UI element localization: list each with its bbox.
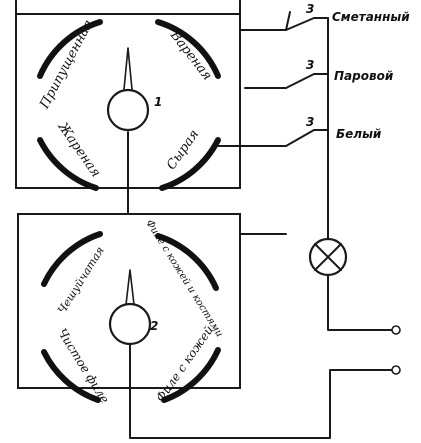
wire-lamp-down — [327, 275, 393, 331]
button-switch-3[interactable]: 3 Белый — [285, 115, 382, 147]
switch-1-arc-top-left — [37, 19, 103, 79]
indicator-lamp — [308, 237, 348, 277]
terminal-bottom[interactable] — [391, 365, 401, 375]
switch-2-number: 2 — [150, 319, 158, 333]
terminal-top[interactable] — [391, 325, 401, 335]
wire-top-right — [239, 0, 287, 31]
wire-bottom-return — [129, 343, 393, 439]
switch-1-frame — [15, 13, 241, 189]
lamp-cross — [314, 243, 342, 271]
button-2-contact — [285, 73, 329, 89]
switch-2-knob[interactable] — [108, 302, 152, 346]
switch-1-arc-top-right — [155, 19, 221, 79]
button-1-contact-lower — [285, 11, 291, 31]
button-switch-2[interactable]: 3 Паровой — [285, 58, 394, 89]
switch-2-arc-bottom-left — [41, 349, 101, 403]
button-1-label: Сметанный — [332, 10, 410, 24]
switch-2-arc-top-left — [41, 231, 103, 287]
button-3-contact — [285, 129, 329, 147]
switch-1-knob[interactable] — [106, 88, 150, 132]
button-3-label: Белый — [336, 127, 382, 141]
button-1-number: 3 — [306, 2, 314, 16]
button-1-contact — [285, 17, 329, 31]
switch-2-arcs — [41, 231, 221, 403]
switch-1-arc-bottom-right — [159, 137, 221, 191]
switch-2-frame — [17, 213, 241, 389]
switch-2-arc-bottom-right — [161, 347, 221, 403]
button-2-number: 3 — [306, 58, 314, 72]
button-2-label: Паровой — [334, 69, 394, 83]
switch-1-arc-bottom-left — [37, 137, 99, 191]
wire-top-left — [15, 0, 129, 189]
switch-1-number: 1 — [154, 95, 162, 109]
switch-2-arc-top-right — [155, 233, 219, 291]
button-3-number: 3 — [306, 115, 314, 129]
button-switch-1[interactable]: 3 Сметанный — [285, 2, 410, 31]
switch-1-arcs — [37, 19, 221, 191]
